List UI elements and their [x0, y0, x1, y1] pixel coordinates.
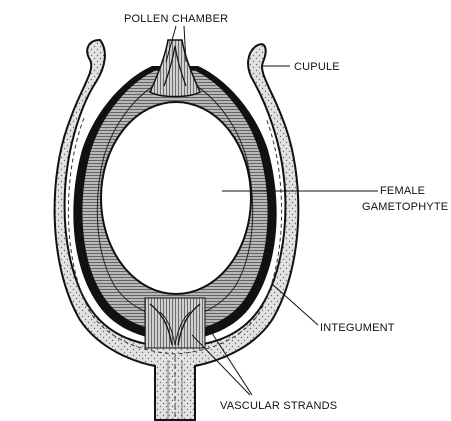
- chalaza-block: [145, 298, 205, 348]
- label-integument: INTEGUMENT: [320, 322, 395, 334]
- label-pollen-chamber: POLLEN CHAMBER: [124, 13, 228, 25]
- label-vascular-strands: VASCULAR STRANDS: [220, 400, 337, 412]
- label-gametophyte: GAMETOPHYTE: [362, 201, 448, 213]
- label-female: FEMALE: [380, 185, 425, 197]
- female-gametophyte: [101, 102, 251, 294]
- label-cupule: CUPULE: [294, 61, 340, 73]
